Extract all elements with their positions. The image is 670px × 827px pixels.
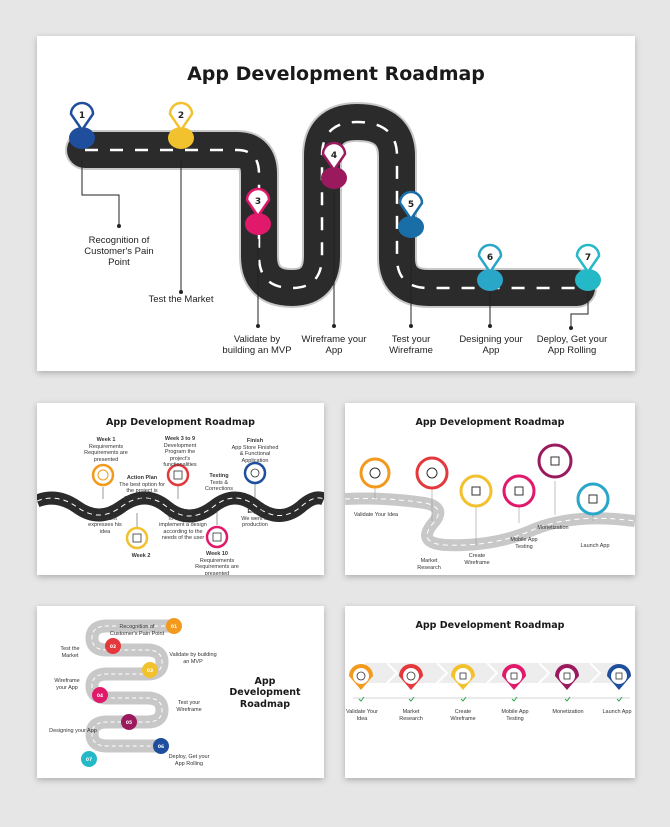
slide-thumb-3[interactable]: App Development Roadmap Validate Your Id… <box>345 403 635 575</box>
slide-title: App Development Roadmap <box>415 620 565 631</box>
milestone-pins: 1 2 3 4 5 6 7 <box>69 101 601 291</box>
milestone-label: Test the Market <box>148 294 214 305</box>
step-label: Create Wireframe <box>450 709 476 722</box>
svg-text:04: 04 <box>97 693 103 699</box>
step-label: Designing your App <box>49 728 97 734</box>
step-label: Monetization <box>552 709 584 715</box>
curved-road <box>345 443 635 552</box>
pin-4: 4 <box>321 141 347 189</box>
svg-text:4: 4 <box>331 151 337 161</box>
svg-text:5: 5 <box>408 200 414 210</box>
milestone-label: Designing your App <box>459 334 523 356</box>
step-label: Market Research <box>417 558 441 571</box>
step-label: Market Research <box>399 709 423 722</box>
pin-7: 7 <box>575 243 601 291</box>
pin-3: 3 <box>245 187 271 235</box>
svg-text:2: 2 <box>178 111 184 121</box>
wavy-road <box>37 461 324 550</box>
milestone-label: Validate by building an MVP <box>222 334 292 356</box>
slide-title: App Development Roadmap <box>415 417 565 428</box>
step-label: Test the Market <box>60 646 80 659</box>
step-label: Deploy, Get your App Rolling <box>168 754 210 767</box>
milestone-label: Recognition of Customer's Pain Point <box>84 235 154 268</box>
step-label: Mobile App Testing <box>510 537 538 550</box>
step-label: Validate by building an MVP <box>169 652 217 665</box>
svg-text:03: 03 <box>147 668 153 674</box>
svg-text:7: 7 <box>585 253 591 263</box>
milestone-label: Deploy, Get your App Rolling <box>536 334 608 356</box>
pin-2: 2 <box>168 101 194 149</box>
svg-text:1: 1 <box>79 111 85 121</box>
step-label: Validate Your Idea <box>345 709 378 722</box>
svg-text:01: 01 <box>171 624 177 630</box>
road-graphic <box>65 102 597 330</box>
svg-text:07: 07 <box>86 757 92 763</box>
side-title: App Development Roadmap <box>229 676 301 710</box>
step-label: Monetization <box>537 525 569 531</box>
step-label: Create Wireframe <box>464 553 490 566</box>
winding-road: 01 02 03 04 05 06 07 <box>81 618 182 767</box>
pin-6: 6 <box>477 243 503 291</box>
roadmap-item: Week 2 <box>131 553 151 559</box>
slide-title: App Development Roadmap <box>106 417 255 428</box>
step-label: Validate Your Idea <box>353 512 399 518</box>
slide-main[interactable]: App Development Roadmap 1 2 <box>37 36 635 371</box>
step-label: Launch App <box>580 543 610 549</box>
step-label: Wireframe your App <box>54 678 80 691</box>
svg-text:06: 06 <box>158 744 164 750</box>
slide-thumb-4[interactable]: 01 02 03 04 05 06 07 Recognition of Cust… <box>37 606 324 778</box>
svg-text:02: 02 <box>110 644 116 650</box>
arrow-timeline <box>349 662 631 702</box>
step-label: Recognition of Customer's Pain Point <box>109 624 165 637</box>
slide-title: App Development Roadmap <box>187 63 485 85</box>
pin-1: 1 <box>69 101 95 149</box>
step-label: Test your Wireframe <box>176 700 202 713</box>
svg-text:05: 05 <box>126 720 132 726</box>
pin-5: 5 <box>398 190 424 238</box>
slide-thumb-5[interactable]: App Development Roadmap Validate Your Id… <box>345 606 635 778</box>
step-label: Launch App <box>602 709 632 715</box>
step-label: Mobile App Testing <box>501 709 529 722</box>
milestone-label: Test your Wireframe <box>389 334 433 356</box>
svg-text:3: 3 <box>255 197 261 207</box>
svg-text:6: 6 <box>487 253 493 263</box>
milestone-label: Wireframe your App <box>301 334 367 356</box>
